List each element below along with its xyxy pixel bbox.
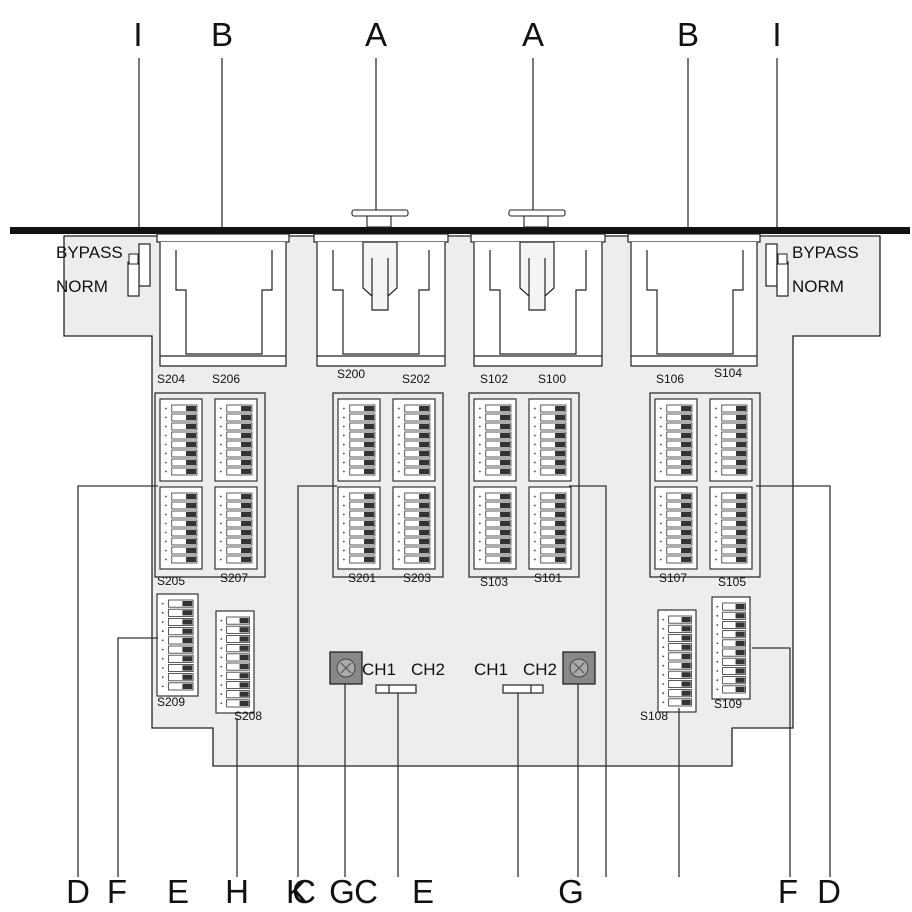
left-ch2-label: CH2: [411, 660, 445, 679]
label-s202: S202: [402, 372, 430, 386]
label-s105: S105: [718, 575, 746, 589]
label-s206: S206: [212, 372, 240, 386]
dip-switch: [159, 486, 203, 570]
dip-switch-s108: [657, 609, 697, 713]
dip-switch: [337, 486, 381, 570]
callout-d-right: D: [817, 873, 841, 910]
dip-switch: [159, 398, 203, 482]
right-norm-label: NORM: [792, 277, 844, 296]
small-dip-switches: [156, 593, 751, 714]
switch-bank-s107-s105: [649, 392, 761, 578]
callout-k: K: [286, 873, 308, 910]
bottom-leader-lines: [77, 485, 831, 877]
label-s208: S208: [234, 709, 262, 723]
label-s200: S200: [337, 367, 365, 381]
potentiometer-right: [562, 651, 596, 685]
potentiometer-left: [329, 651, 363, 685]
label-s209: S209: [157, 695, 185, 709]
callout-i-right: I: [772, 16, 781, 53]
dip-switch: [654, 398, 698, 482]
left-jumper: BYPASS NORM: [56, 243, 151, 297]
dip-switch: [214, 486, 258, 570]
right-jumper: BYPASS NORM: [765, 243, 859, 297]
knob-a-right: [508, 209, 566, 217]
dip-switch: [392, 398, 436, 482]
callout-f-right: F: [778, 873, 798, 910]
connector-b-right: [627, 233, 761, 367]
dip-switch: [392, 486, 436, 570]
callout-f-left: F: [107, 873, 127, 910]
dip-switch: [528, 486, 572, 570]
label-s205: S205: [157, 574, 185, 588]
left-bypass-label: BYPASS: [56, 243, 123, 262]
label-s109: S109: [714, 697, 742, 711]
callout-g-right: G: [558, 873, 584, 910]
dip-switch-s109: [711, 596, 751, 700]
knob-a-left: [351, 209, 409, 217]
channel-selector-left: CH1 CH2: [362, 660, 445, 694]
callout-e-left: E: [167, 873, 189, 910]
right-ch2-label: CH2: [523, 660, 557, 679]
mounting-bracket: [10, 227, 910, 234]
dip-switch: [528, 398, 572, 482]
label-s101: S101: [534, 571, 562, 585]
label-s203: S203: [403, 571, 431, 585]
right-bypass-label: BYPASS: [792, 243, 859, 262]
switch-bank-s205-s207: [154, 392, 266, 578]
callout-i-left: I: [133, 16, 142, 53]
switch-bank-s201-s203: [332, 392, 444, 578]
dip-switch: [709, 398, 753, 482]
dip-switch: [337, 398, 381, 482]
label-s201: S201: [348, 571, 376, 585]
callout-e-right: E: [412, 873, 434, 910]
connector-knobs: [351, 209, 566, 228]
callout-c-overlap: C: [292, 873, 316, 910]
callout-c: C: [354, 873, 378, 910]
dip-switch: [654, 486, 698, 570]
label-s103: S103: [480, 575, 508, 589]
connector-b-left: [156, 233, 290, 367]
callout-a-left: A: [365, 16, 387, 53]
switch-group-labels: S205 S207 S201 S203 S103 S101 S107 S105: [157, 571, 746, 589]
dip-switch-banks: [154, 392, 761, 578]
top-callouts: I B A A B I: [133, 16, 781, 53]
callout-d-left: D: [66, 873, 90, 910]
label-s100: S100: [538, 372, 566, 386]
left-norm-label: NORM: [56, 277, 108, 296]
dip-switch: [473, 486, 517, 570]
dip-switch: [214, 398, 258, 482]
callout-g-left: G: [329, 873, 355, 910]
callout-a-right: A: [522, 16, 544, 53]
left-ch1-label: CH1: [362, 660, 396, 679]
label-s204: S204: [157, 372, 185, 386]
connectors: [156, 233, 761, 367]
label-s108: S108: [640, 709, 668, 723]
label-s102: S102: [480, 372, 508, 386]
label-s106: S106: [656, 372, 684, 386]
dip-switch: [473, 398, 517, 482]
dip-switch: [709, 486, 753, 570]
switch-bank-s103-s101: [468, 392, 580, 578]
dip-switch-s208: [215, 610, 255, 714]
dip-switch-s209: [156, 593, 199, 697]
channel-selector-right: CH1 CH2: [474, 660, 557, 694]
callout-h: H: [225, 873, 249, 910]
callout-b-left: B: [211, 16, 233, 53]
connector-a-right: [470, 233, 606, 367]
right-ch1-label: CH1: [474, 660, 508, 679]
callout-b-right: B: [677, 16, 699, 53]
label-s107: S107: [659, 571, 687, 585]
connector-a-left: [313, 233, 449, 367]
top-leader-lines: [138, 58, 778, 232]
label-s207: S207: [220, 571, 248, 585]
small-switch-labels: S209 S208 S108 S109: [157, 695, 742, 723]
connector-labels: S204 S206 S200 S202 S102 S100 S106 S104: [157, 366, 742, 386]
bottom-callouts: D F E H K C G C E G F D: [66, 873, 841, 910]
label-s104: S104: [714, 366, 742, 380]
